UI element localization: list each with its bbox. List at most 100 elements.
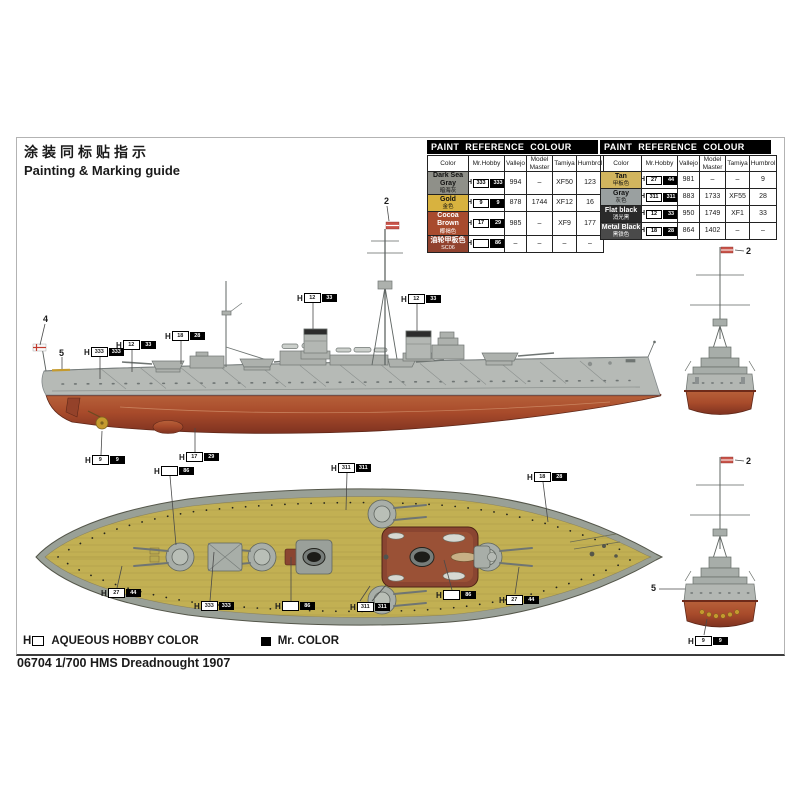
superstructure: [32, 221, 656, 373]
vallejo-value: 950: [677, 205, 700, 223]
aqueous-code-box: 12: [303, 293, 321, 303]
column-header: Model Master: [526, 155, 553, 172]
aqueous-code-box: 27: [505, 595, 523, 605]
ship-stern-view: [682, 456, 758, 628]
tamiya-value: XF1: [725, 205, 750, 223]
foremast-tripod: [367, 229, 403, 366]
part-number-label: 5: [59, 348, 65, 358]
aqueous-h-prefix: H: [643, 227, 646, 235]
kit-number: 06704 1/700 HMS Dreadnought 1907: [17, 656, 231, 670]
color-name-en: 油轮甲板色: [430, 236, 466, 244]
page-title-cn: 涂装同标贴指示: [24, 144, 150, 160]
mr-hobby-cell: H99: [468, 194, 505, 213]
model-master-value: –: [699, 171, 726, 189]
aqueous-h-prefix: H: [85, 455, 91, 465]
part-number-label: 4: [43, 314, 49, 324]
aqueous-h-prefix: H: [643, 176, 646, 184]
humbrol-value: 28: [749, 188, 777, 206]
mr-color-code-box: 333: [490, 178, 504, 188]
vallejo-value: 994: [504, 170, 527, 196]
humbrol-value: –: [576, 234, 604, 253]
aqueous-code-box: 9: [91, 455, 109, 465]
mr-color-code-box: 86: [490, 239, 504, 249]
aqueous-h-prefix: H: [470, 199, 473, 207]
aqueous-code-box: [473, 239, 490, 249]
mr-color-code-box: 9: [109, 456, 125, 464]
paint-color-row: Gray灰色H3113118831733XF5528: [600, 188, 777, 206]
part-number-callout: 5: [59, 348, 64, 358]
color-name-en: Metal Black: [601, 223, 641, 231]
aqueous-h-prefix: H: [84, 347, 90, 357]
humbrol-value: 9: [749, 171, 777, 189]
part-number-callout: 4: [43, 314, 48, 324]
mr-color-code-box: 333: [108, 348, 124, 356]
mr-color-box-icon: [260, 636, 271, 646]
ship-top-view: [35, 488, 664, 626]
bow-deck-fittings: [569, 533, 621, 558]
stern-propellers: [699, 609, 740, 619]
tamiya-value: –: [725, 222, 750, 240]
paint-color-row: Flat black消光黑H12339501749XF133: [600, 205, 777, 223]
aqueous-code-box: 12: [122, 340, 140, 350]
mr-hobby-codes: H86: [470, 239, 504, 249]
aqueous-code-box: 9: [694, 636, 712, 646]
deck-planking: [45, 496, 651, 616]
aqueous-h-prefix: H: [179, 452, 185, 462]
mr-color-code-box: 86: [460, 591, 476, 599]
turret-x-top: [217, 542, 277, 572]
white-ensign-flag: [32, 343, 47, 352]
stern-flag: [720, 456, 734, 464]
vallejo-value: 864: [677, 222, 700, 240]
aqueous-h-prefix: H: [101, 588, 107, 598]
aqueous-code-box: 17: [473, 219, 490, 229]
aqueous-h-prefix: H: [194, 601, 200, 611]
mr-color-code-box: 44: [125, 589, 141, 597]
column-header: Vallejo: [677, 155, 700, 172]
aqueous-code-box: 333: [200, 601, 218, 611]
aqueous-h-prefix: H: [470, 179, 473, 187]
legend-aqueous-label: AQUEOUS HOBBY COLOR: [51, 635, 199, 647]
column-header: Color: [600, 155, 642, 172]
aqueous-h-prefix: H: [154, 466, 160, 476]
aqueous-code-box: 18: [646, 226, 663, 236]
tamiya-value: XF55: [725, 188, 750, 206]
mr-color-code-box: 9: [490, 198, 504, 208]
humbrol-value: 177: [576, 211, 604, 236]
color-name-cn: SC06: [441, 244, 455, 251]
mr-color-code-box: 9: [712, 637, 728, 645]
mr-color-code-box: 29: [490, 219, 504, 229]
ships-boats: [387, 532, 478, 582]
paint-table-title: PAINT REFERENCE COLOUR: [427, 140, 598, 154]
part-number-label: 5: [651, 583, 657, 593]
legend-h-label: H: [23, 635, 32, 647]
column-header: Model Master: [699, 155, 726, 172]
column-header: Color: [427, 155, 469, 172]
foremast-top-dot: [383, 554, 389, 560]
aqueous-code-box: 27: [107, 588, 125, 598]
mr-color-code-box: 311: [355, 464, 371, 472]
aqueous-h-prefix: H: [331, 463, 337, 473]
vallejo-value: 883: [677, 188, 700, 206]
aqueous-h-prefix: H: [275, 601, 281, 611]
stern-hull: [682, 583, 758, 628]
